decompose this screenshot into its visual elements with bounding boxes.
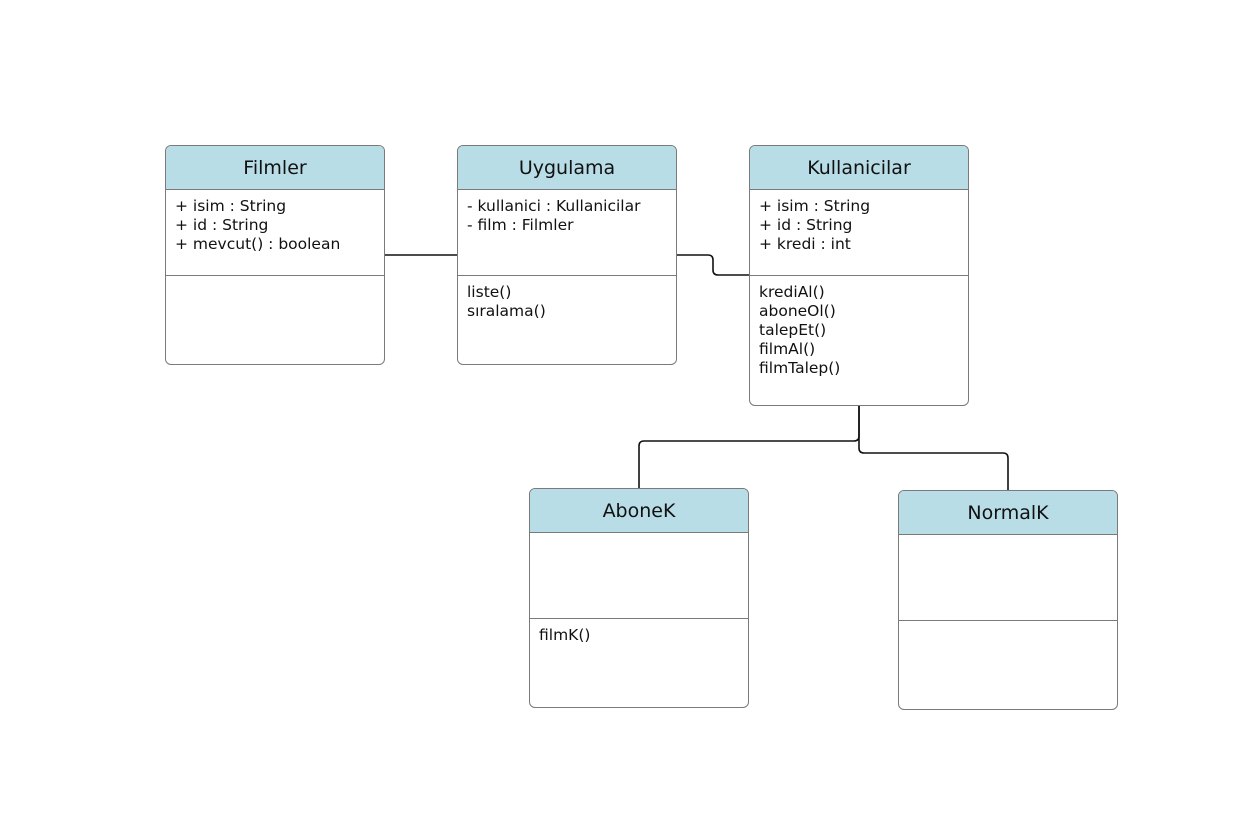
method: filmTalep() — [759, 359, 841, 377]
class-normalk-methods — [899, 621, 1117, 628]
attribute: + isim : String — [175, 197, 287, 215]
method: filmK() — [539, 626, 591, 644]
connector-kullanicilar-abonek — [638, 406, 860, 488]
attribute: + isim : String — [759, 197, 871, 215]
class-normalk-name: NormalK — [899, 491, 1117, 535]
attribute: - film : Filmler — [467, 216, 574, 234]
connector-uygulama-kullanicilar — [677, 254, 749, 276]
class-uygulama-attributes: - kullanici : Kullanicilar - film : Film… — [458, 190, 676, 276]
class-normalk-attributes — [899, 535, 1117, 621]
method: filmAl() — [759, 340, 816, 358]
connector-kullanicilar-normalk — [858, 406, 1009, 490]
method: krediAl() — [759, 283, 825, 301]
attribute: - kullanici : Kullanicilar — [467, 197, 641, 215]
class-uygulama-methods: liste() sıralama() — [458, 276, 676, 321]
attribute: + mevcut() : boolean — [175, 235, 341, 253]
class-uygulama[interactable]: Uygulama - kullanici : Kullanicilar - fi… — [457, 145, 677, 365]
class-kullanicilar-methods: krediAl() aboneOl() talepEt() filmAl() f… — [750, 276, 968, 378]
class-filmler[interactable]: Filmler + isim : String + id : String + … — [165, 145, 385, 365]
class-filmler-name: Filmler — [166, 146, 384, 190]
class-abonek-methods: filmK() — [530, 619, 748, 645]
class-kullanicilar-name: Kullanicilar — [750, 146, 968, 190]
class-filmler-attributes: + isim : String + id : String + mevcut()… — [166, 190, 384, 276]
method: sıralama() — [467, 302, 546, 320]
method: liste() — [467, 283, 512, 301]
attribute: + kredi : int — [759, 235, 851, 253]
class-kullanicilar[interactable]: Kullanicilar + isim : String + id : Stri… — [749, 145, 969, 406]
attribute: + id : String — [759, 216, 853, 234]
class-filmler-methods — [166, 276, 384, 283]
method: talepEt() — [759, 321, 827, 339]
class-abonek[interactable]: AboneK filmK() — [529, 488, 749, 708]
class-kullanicilar-attributes: + isim : String + id : String + kredi : … — [750, 190, 968, 276]
attribute: + id : String — [175, 216, 269, 234]
class-abonek-attributes — [530, 533, 748, 619]
method: aboneOl() — [759, 302, 836, 320]
class-normalk[interactable]: NormalK — [898, 490, 1118, 710]
class-abonek-name: AboneK — [530, 489, 748, 533]
class-uygulama-name: Uygulama — [458, 146, 676, 190]
